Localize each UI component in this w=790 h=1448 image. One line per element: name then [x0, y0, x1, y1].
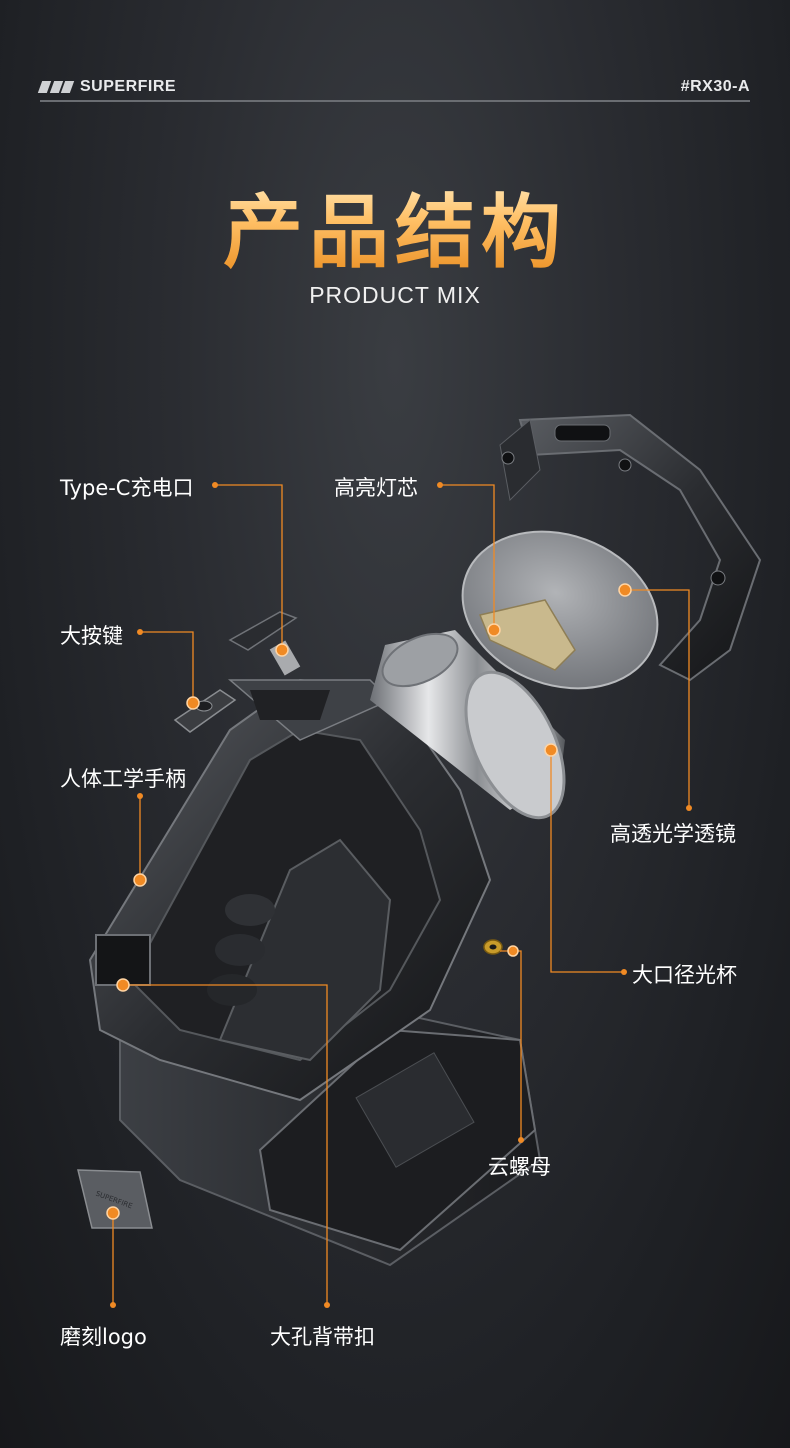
big-button-part [173, 689, 237, 733]
logo-plate: SUPERFIRE [77, 1169, 153, 1229]
reflector-cup [370, 630, 566, 820]
nut-part [483, 939, 503, 955]
header: SUPERFIRE #RX30-A [37, 74, 750, 102]
optical-lens [461, 530, 659, 690]
callout-optical-lens: 高透光学透镜 [610, 822, 736, 846]
front-bezel [499, 413, 762, 682]
brand-name: SUPERFIRE [80, 78, 177, 95]
brand-logo: SUPERFIRE [37, 78, 177, 96]
page-title: 产品结构 [0, 168, 790, 284]
callout-big-button: 大按键 [60, 624, 123, 648]
type-c-cover [228, 611, 301, 676]
callout-lines [112, 484, 690, 1305]
callout-back-clip: 大孔背带扣 [270, 1325, 375, 1349]
callout-large-reflector: 大口径光杯 [632, 963, 737, 987]
main-body [88, 678, 492, 1102]
callout-engraved-logo: 磨刻logo [60, 1325, 147, 1349]
header-divider [40, 100, 750, 102]
page-subtitle: PRODUCT MIX [309, 282, 481, 308]
callout-ergonomic-handle: 人体工学手柄 [60, 767, 186, 791]
model-number: #RX30-A [680, 78, 750, 95]
callout-type-c-port: Type-C充电口 [60, 476, 194, 500]
callout-dots [106, 482, 692, 1308]
callout-led-core: 高亮灯芯 [334, 476, 418, 500]
callout-nut: 云螺母 [488, 1155, 551, 1179]
